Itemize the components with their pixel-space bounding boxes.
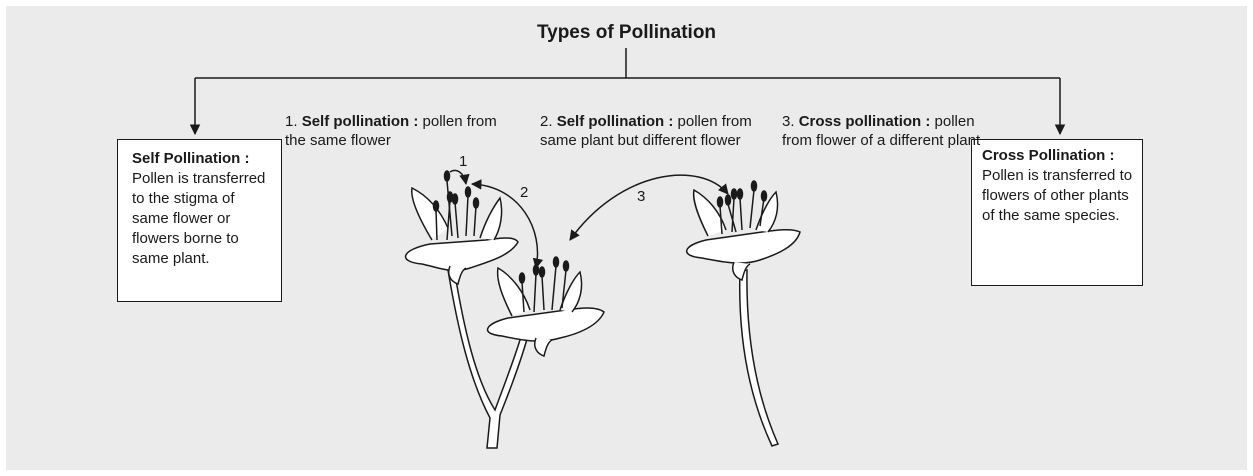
label-2-number: 2. xyxy=(540,113,557,130)
self-pollination-box: Self Pollination : Pollen is transferred… xyxy=(117,139,282,302)
arrow-1 xyxy=(450,171,466,185)
arrow-1-number: 1 xyxy=(459,153,467,170)
cross-pollination-description: Pollen is transferred to flowers of othe… xyxy=(982,166,1134,226)
self-pollination-description: Pollen is transferred to the stigma of s… xyxy=(132,169,271,269)
cross-pollination-box: Cross Pollination : Pollen is transferre… xyxy=(971,139,1143,286)
label-1-number: 1. xyxy=(285,113,302,130)
label-3-heading: Cross pollination : xyxy=(799,113,931,130)
cross-pollination-heading: Cross Pollination : xyxy=(982,146,1134,166)
arrow-2-number: 2 xyxy=(520,184,528,201)
plant-b-stem xyxy=(740,270,778,446)
label-3-number: 3. xyxy=(782,113,799,130)
plant-b-flower xyxy=(687,181,800,280)
plant-a-upper-flower xyxy=(406,171,518,284)
label-self-different-flower: 2. Self pollination : pollen from same p… xyxy=(540,112,770,150)
label-2-heading: Self pollination : xyxy=(557,113,674,130)
self-pollination-heading: Self Pollination : xyxy=(132,149,271,169)
label-cross-pollination: 3. Cross pollination : pollen from flowe… xyxy=(782,112,982,150)
diagram-title: Types of Pollination xyxy=(0,22,1253,44)
label-self-same-flower: 1. Self pollination : pollen from the sa… xyxy=(285,112,515,150)
arrow-3-number: 3 xyxy=(637,188,645,205)
label-1-heading: Self pollination : xyxy=(302,113,419,130)
plant-a-lower-flower xyxy=(488,257,604,356)
